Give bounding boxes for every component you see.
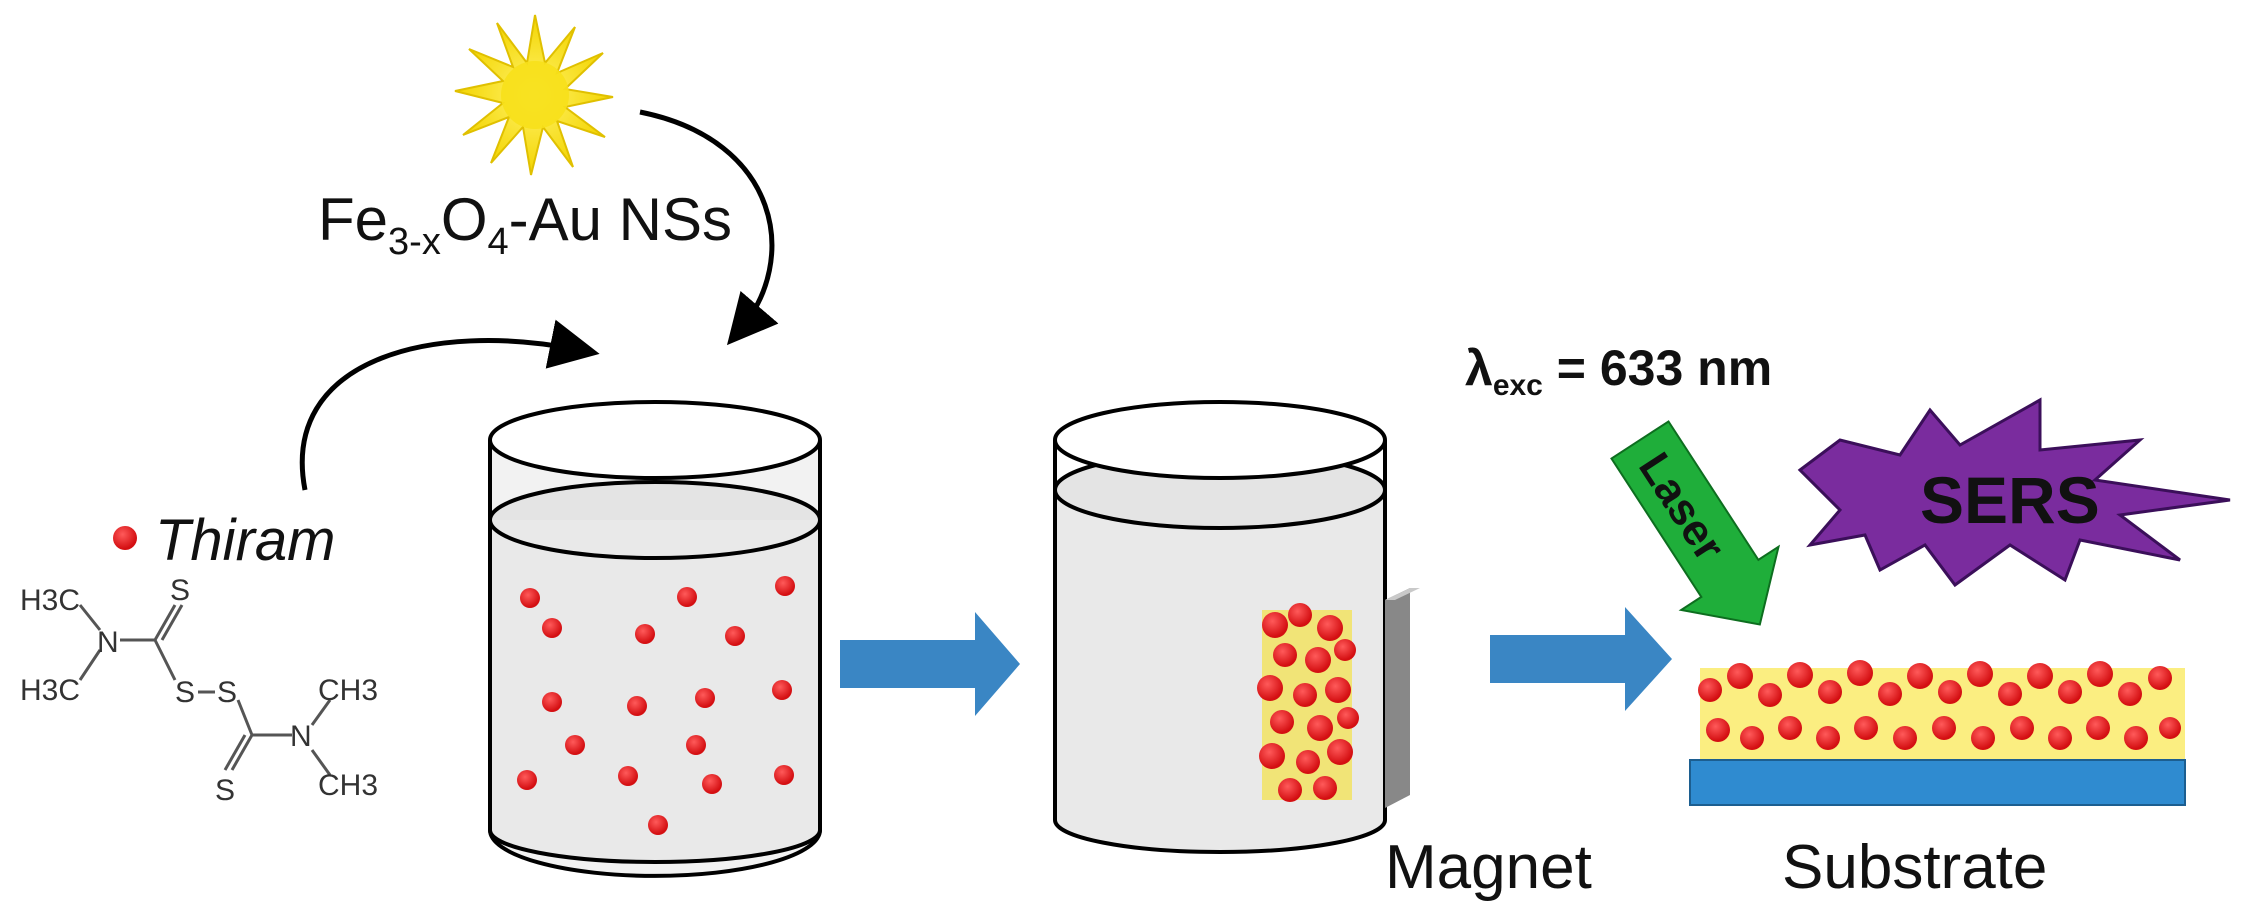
atom-n-right: N <box>290 720 312 753</box>
beaker-with-thiram <box>488 400 822 878</box>
collected-nanostars <box>1257 603 1359 802</box>
nanostar-label-sub1: 3-x <box>388 221 441 263</box>
lambda-symbol: λ <box>1465 340 1493 396</box>
curved-arrow-nanostar <box>639 109 779 346</box>
laser-arrow: Laser <box>1610 420 1781 626</box>
curved-arrow-thiram <box>299 319 600 491</box>
substrate-plate <box>1689 759 2186 806</box>
thiram-particles <box>517 576 795 835</box>
excitation-wavelength-label: λexc = 633 nm <box>1465 340 1772 402</box>
thiram-dot-icon <box>113 526 137 550</box>
sers-label: SERS <box>1920 463 2100 537</box>
atom-n-left: N <box>97 626 119 659</box>
substrate-coating <box>1698 660 2185 760</box>
magnet-block <box>1385 588 1420 808</box>
nanostar-label: Fe3-xO4-Au NSs <box>318 186 732 263</box>
nanostar-icon <box>454 14 614 176</box>
nanostar-label-rest: -Au NSs <box>509 186 732 253</box>
atom-ch3-bottom: CH3 <box>318 769 378 802</box>
atom-s-top: S <box>170 574 190 607</box>
lambda-subscript: exc <box>1493 369 1543 402</box>
sers-burst-icon <box>1797 397 2231 588</box>
substrate-label: Substrate <box>1782 833 2047 902</box>
thiram-atoms: H3C N H3C S S S N CH3 S CH3 <box>20 574 378 807</box>
nanostar-label-sub2: 4 <box>488 221 509 263</box>
nanostar-label-fe: Fe <box>318 186 388 253</box>
thiram-structure <box>78 604 332 776</box>
process-arrow-2 <box>1490 607 1672 711</box>
atom-ch3-top: CH3 <box>318 674 378 707</box>
process-arrow-1 <box>840 612 1020 716</box>
nanostar-label-o: O <box>441 186 488 253</box>
atom-s-link-left: S <box>175 676 195 709</box>
atom-h3c-top: H3C <box>20 584 80 617</box>
atom-h3c-bottom: H3C <box>20 674 80 707</box>
thiram-label: Thiram <box>155 508 335 573</box>
atom-s-link-right: S <box>217 676 237 709</box>
lambda-value: = 633 nm <box>1543 340 1772 396</box>
atom-s-bottom: S <box>215 774 235 807</box>
magnet-label: Magnet <box>1385 833 1592 902</box>
